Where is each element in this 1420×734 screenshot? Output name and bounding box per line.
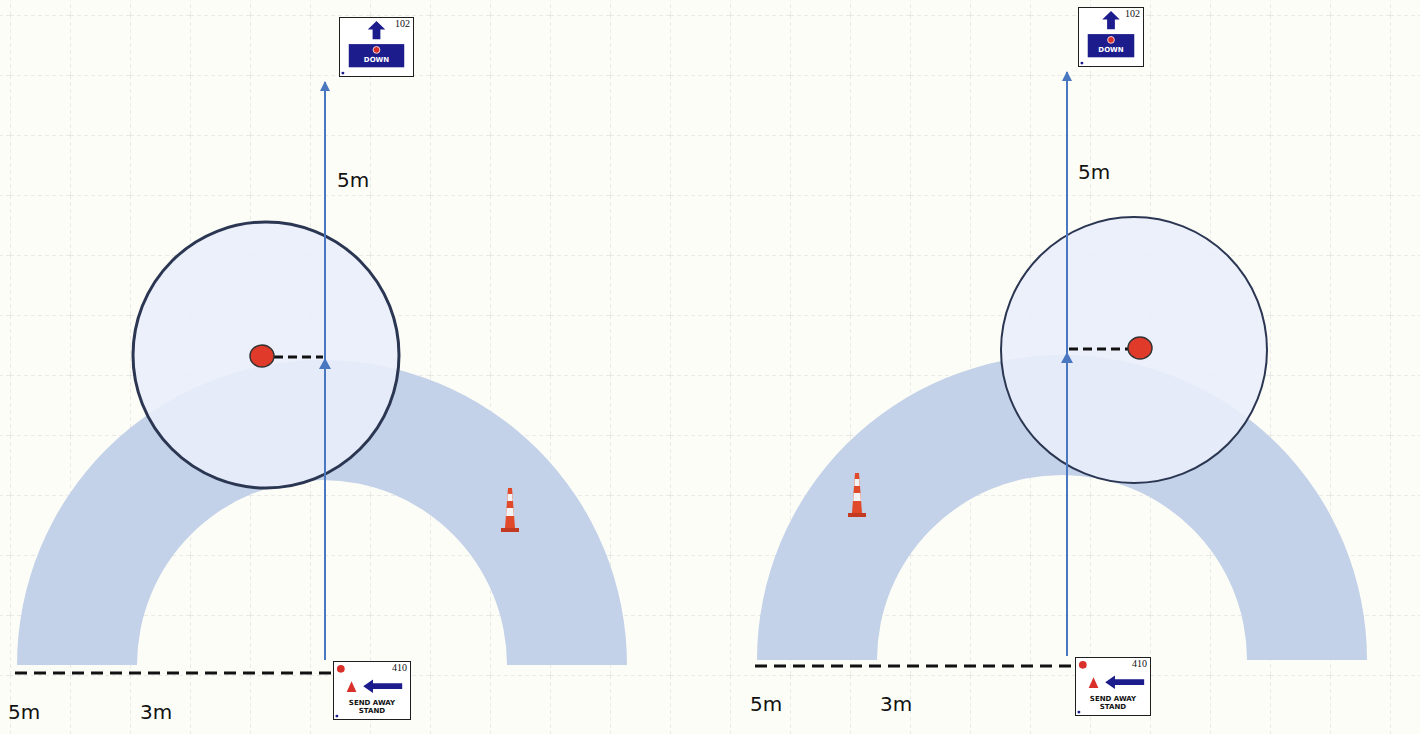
left-arrow xyxy=(363,679,402,693)
stop-icon xyxy=(337,665,345,673)
blue-panel xyxy=(1088,34,1135,57)
up-arrow xyxy=(368,21,386,39)
dimension-label: 5m xyxy=(337,170,369,190)
stop-icon xyxy=(1108,37,1115,44)
blue-panel xyxy=(349,44,404,67)
sign-number: 102 xyxy=(1125,9,1140,19)
dimension-label: 3m xyxy=(880,694,912,714)
ground-line xyxy=(15,672,331,675)
corner-dot xyxy=(335,715,338,718)
cone-icon xyxy=(347,681,357,692)
red-marker xyxy=(1128,337,1152,359)
sign-caption: SEND AWAY STAND xyxy=(1084,696,1142,711)
corner-dot xyxy=(341,72,344,75)
ground-line xyxy=(755,665,1073,668)
traffic-cone xyxy=(848,473,866,517)
sign-number: 410 xyxy=(392,663,407,673)
up-arrow xyxy=(1102,11,1119,29)
corner-dot xyxy=(1080,62,1083,65)
zone-circle xyxy=(1001,217,1267,483)
sign-caption: DOWN xyxy=(349,45,404,67)
mid-arrowhead xyxy=(1061,352,1073,363)
sign-caption: SEND AWAY STAND xyxy=(342,700,402,715)
travel-arrow xyxy=(324,82,326,660)
stop-icon xyxy=(373,47,380,54)
dimension-label: 5m xyxy=(1078,162,1110,182)
travel-arrow xyxy=(1066,72,1068,656)
offset-line xyxy=(274,356,323,359)
sign-caption: DOWN xyxy=(1088,35,1134,57)
stop-icon xyxy=(1079,661,1087,669)
road-sign: 410SEND AWAY STAND xyxy=(1075,657,1151,716)
cone-icon xyxy=(1089,677,1099,688)
dimension-label: 3m xyxy=(140,702,172,722)
traffic-cone xyxy=(501,488,519,532)
left-arrow xyxy=(1105,675,1144,689)
offset-line xyxy=(1069,348,1128,351)
road-sign: 102DOWN xyxy=(339,17,414,77)
dimension-label: 5m xyxy=(750,694,782,714)
road-sign: 410SEND AWAY STAND xyxy=(333,661,411,720)
corner-dot xyxy=(1077,711,1080,714)
road-sign: 102DOWN xyxy=(1078,7,1144,67)
sign-number: 102 xyxy=(395,19,410,29)
red-marker xyxy=(250,345,274,367)
mid-arrowhead xyxy=(319,358,331,369)
sign-number: 410 xyxy=(1132,659,1147,669)
dimension-label: 5m xyxy=(8,702,40,722)
zone-circle xyxy=(133,222,399,488)
